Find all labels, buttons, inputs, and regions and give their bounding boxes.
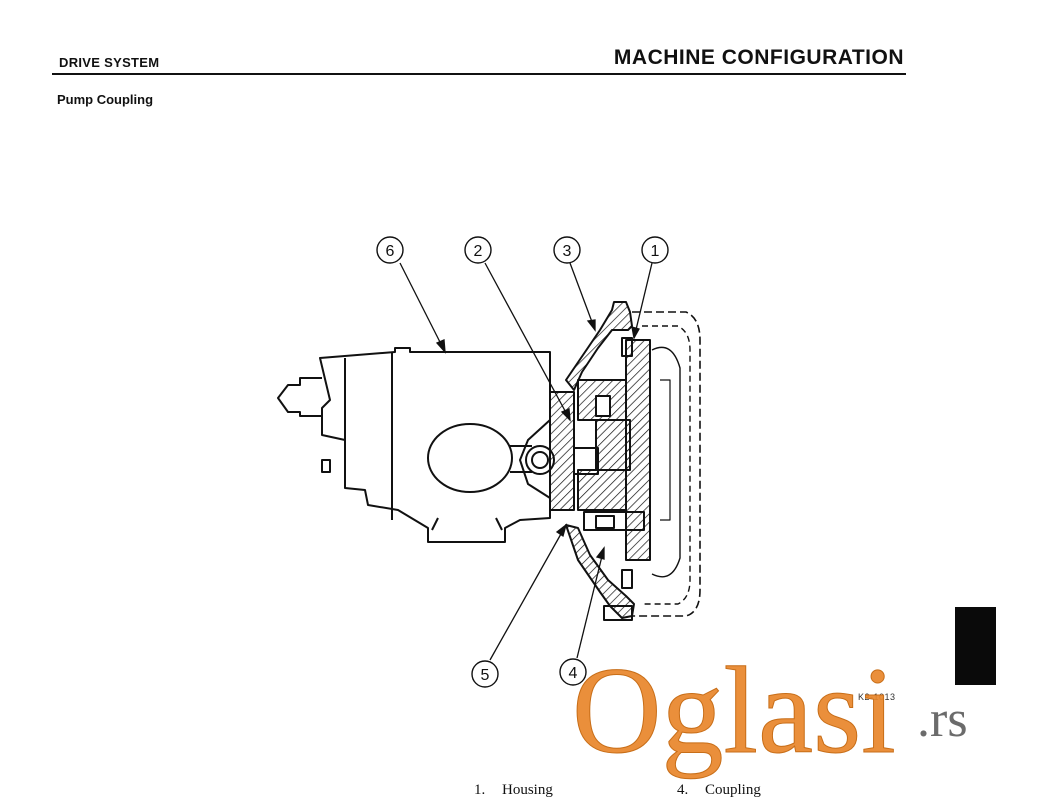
callout-3: 3 [563, 243, 572, 260]
callout-5: 5 [481, 667, 490, 684]
figure-code: K2-1013 [858, 692, 896, 702]
watermark-tld: .rs [917, 691, 968, 748]
callout-circle-5 [471, 660, 499, 688]
page-subtitle: Pump Coupling [57, 92, 154, 107]
legend-item-1: 1. Housing [474, 782, 553, 799]
legend-label: Coupling [705, 782, 761, 798]
callout-circle-4 [559, 658, 587, 686]
engine-housing [632, 311, 701, 617]
thumb-index-tab [955, 607, 996, 685]
flywheel [625, 339, 651, 561]
coupling-housing [565, 301, 633, 391]
section-heading: DRIVE SYSTEM [59, 55, 160, 70]
legend-number: 4. [677, 782, 689, 798]
legend-label: Housing [502, 782, 553, 798]
watermark-brand: Oglasi [572, 642, 896, 779]
leader-5 [489, 524, 567, 661]
pump-flange [549, 391, 575, 511]
callout-circle-1 [641, 236, 669, 264]
callout-2: 2 [474, 243, 483, 260]
leader-6 [399, 262, 446, 353]
pump-bore [427, 423, 513, 493]
legend-item-4: 4. Coupling [677, 782, 761, 799]
header-rule [52, 73, 906, 75]
leader-1 [633, 262, 653, 339]
callout-1: 1 [651, 243, 660, 260]
callout-circle-3 [553, 236, 581, 264]
watermark-logo: Oglasi .rs [572, 642, 968, 780]
pump-cap [277, 377, 322, 417]
leader-3 [569, 262, 596, 331]
callout-6: 6 [386, 243, 395, 260]
leader-2 [484, 262, 571, 421]
callout-circle-6 [376, 236, 404, 264]
chapter-heading: MACHINE CONFIGURATION [613, 46, 904, 69]
legend-number: 1. [474, 782, 486, 798]
leader-4 [576, 547, 605, 659]
callout-4: 4 [569, 665, 578, 682]
callout-circle-2 [464, 236, 492, 264]
